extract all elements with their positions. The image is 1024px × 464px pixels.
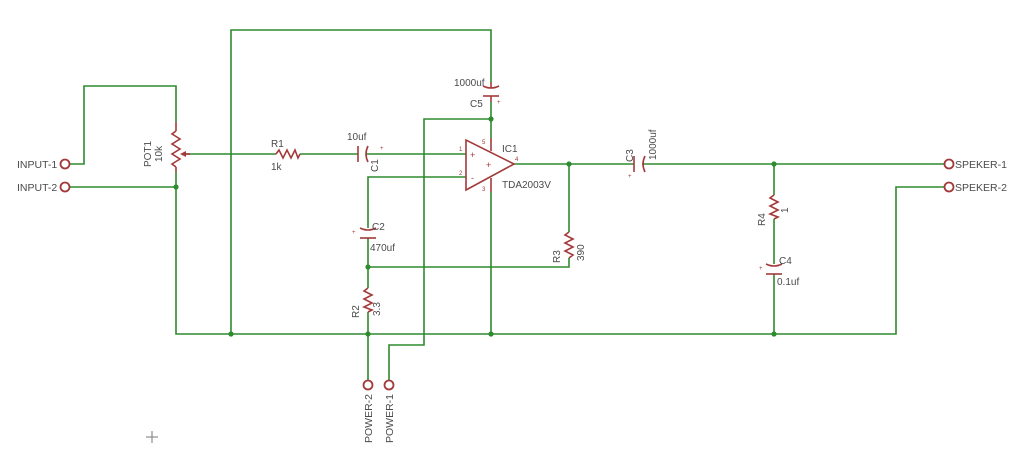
ic1-inv-sign: -	[471, 173, 474, 183]
capacitor-c2: + C2 470uf	[352, 222, 395, 254]
resistor-r4: R4 1	[757, 194, 791, 226]
c2-plate-top	[359, 227, 377, 231]
origin-crosshair-icon	[146, 431, 158, 443]
c3-ref: C3	[625, 149, 636, 162]
c2-value: 470uf	[370, 243, 395, 254]
c5-polarity-plus: +	[497, 100, 501, 106]
resistor-r3: R3 390	[552, 231, 587, 263]
r2-ref: R2	[351, 305, 362, 318]
terminal-speaker-2[interactable]	[943, 181, 955, 193]
wire-left-ground	[175, 186, 944, 335]
pot1-wiper-arrow	[180, 151, 186, 157]
wire-top-rail	[230, 29, 492, 334]
r1-value: 1k	[271, 162, 283, 173]
c3-value: 1000uf	[648, 129, 659, 160]
c4-polarity-plus: +	[759, 266, 763, 272]
amplifier-ic1: + - + 5 1 2 3 4 IC1 TDA2003V	[459, 138, 551, 193]
resistor-r2: R2 3.3	[351, 287, 383, 318]
c4-ref: C4	[779, 256, 792, 267]
r1-body	[275, 148, 301, 160]
terminal-input-1[interactable]	[59, 158, 71, 170]
ic1-pin1-number: 1	[459, 147, 463, 153]
c3-polarity-plus: +	[628, 174, 632, 180]
junction-dot	[488, 116, 494, 122]
c5-ref: C5	[470, 99, 483, 110]
c1-value: 10uf	[347, 132, 367, 143]
c1-plate-right	[365, 145, 369, 163]
wire-feedback	[368, 258, 570, 268]
ic1-pin3-number: 3	[482, 187, 486, 193]
ic1-supply-sign: +	[486, 160, 491, 170]
capacitor-c3: + C3 1000uf	[625, 129, 659, 180]
r1-ref: R1	[271, 139, 284, 150]
r3-ref: R3	[552, 250, 563, 263]
capacitor-c5: + 1000uf C5	[454, 78, 501, 110]
ic1-pin5-number: 5	[482, 140, 486, 146]
label-power-2: POWER-2	[363, 394, 375, 443]
ic1-triangle	[465, 138, 516, 192]
ic1-pin2-number: 2	[459, 171, 463, 177]
pot1-body	[170, 130, 182, 168]
pot1-value: 10k	[154, 145, 165, 162]
r3-body	[563, 231, 575, 259]
junction-dot	[365, 264, 371, 270]
label-input-2: INPUT-2	[17, 182, 57, 194]
terminal-power-1[interactable]	[383, 379, 395, 391]
junction-dot	[365, 331, 371, 337]
terminal-input-2[interactable]	[59, 181, 71, 193]
capacitor-c4: + C4 0.1uf	[759, 256, 799, 288]
label-power-1: POWER-1	[384, 394, 396, 443]
junction-dot	[228, 331, 234, 337]
potentiometer-pot1: POT1 10k	[143, 122, 190, 172]
resistor-r1: R1 1k	[271, 139, 301, 173]
junctions	[173, 116, 777, 337]
label-input-1: INPUT-1	[17, 159, 57, 171]
c4-plate-top	[765, 263, 783, 267]
wires	[70, 29, 944, 380]
junction-dot	[771, 161, 777, 167]
label-speaker-2: SPEKER-2	[955, 182, 1007, 194]
terminal-power-2[interactable]	[362, 379, 374, 391]
junction-dot	[771, 331, 777, 337]
ic1-value: TDA2003V	[502, 180, 551, 191]
ic1-noninv-sign: +	[470, 150, 475, 160]
c5-value: 1000uf	[454, 78, 485, 89]
c1-polarity-plus: +	[380, 146, 384, 152]
c1-ref: C1	[370, 159, 381, 172]
wire-input1	[70, 85, 177, 165]
ic1-ref: IC1	[502, 144, 518, 155]
c3-plate-right	[642, 155, 646, 173]
wire-power1	[388, 118, 491, 380]
c2-ref: C2	[372, 222, 385, 233]
capacitor-c1: 10uf C1 +	[347, 132, 384, 172]
terminal-speaker-1[interactable]	[943, 158, 955, 170]
c2-polarity-plus: +	[352, 230, 356, 236]
junction-dot	[488, 331, 494, 337]
ic1-pin4-number: 4	[515, 157, 519, 163]
terminals	[59, 158, 955, 391]
r4-value: 1	[780, 207, 791, 213]
r4-ref: R4	[757, 213, 768, 226]
label-speaker-1: SPEKER-1	[955, 159, 1007, 171]
r3-value: 390	[576, 244, 587, 261]
r4-body	[768, 194, 780, 220]
junction-dot	[173, 184, 179, 190]
r2-body	[362, 287, 374, 313]
c4-value: 0.1uf	[777, 277, 799, 288]
r2-value: 3.3	[372, 302, 383, 316]
pot1-ref: POT1	[143, 140, 154, 167]
junction-dot	[566, 161, 572, 167]
wire-ic-inv	[367, 176, 466, 228]
